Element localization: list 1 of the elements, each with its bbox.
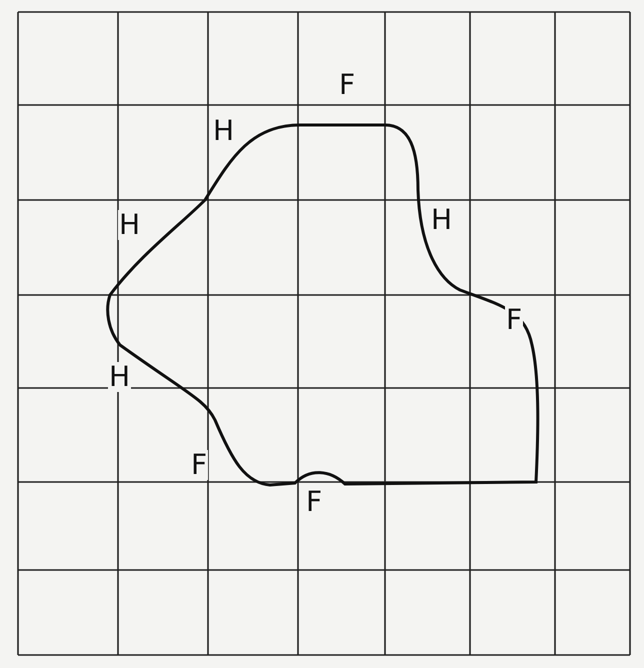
region-letter: H — [108, 362, 132, 392]
